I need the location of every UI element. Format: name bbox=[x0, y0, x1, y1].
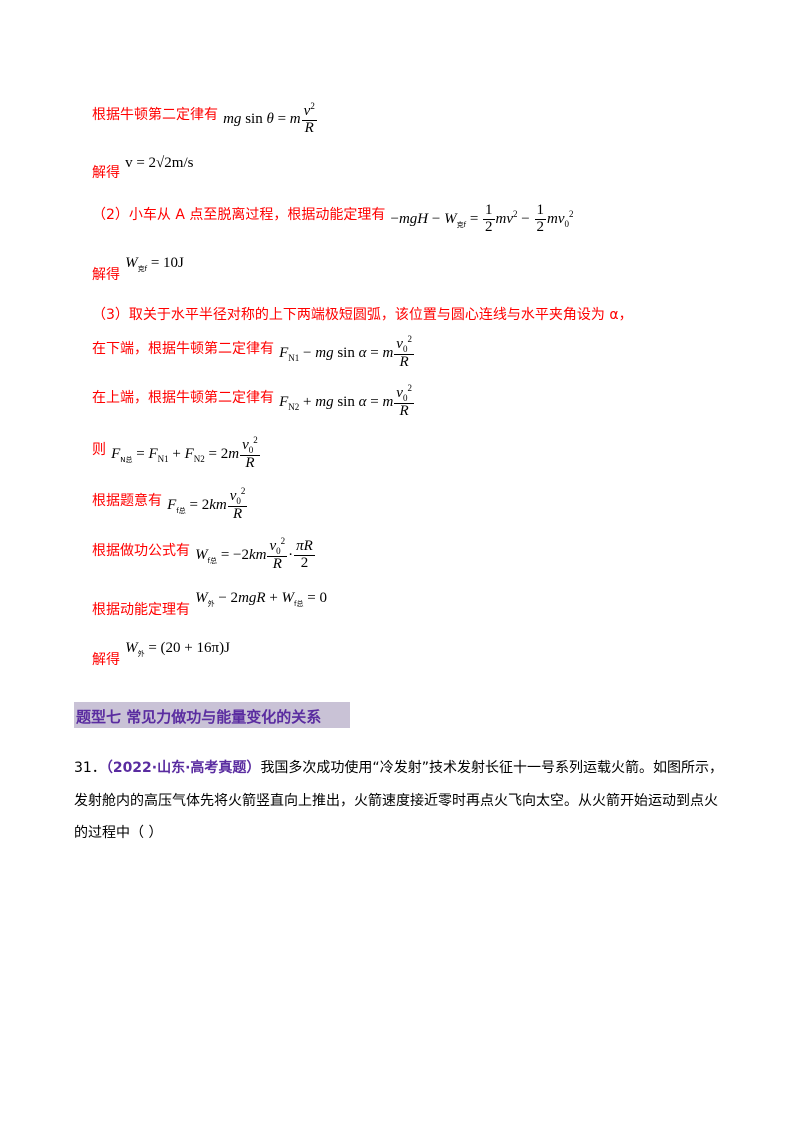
solution-line-5: （3）取关于水平半径对称的上下两端极短圆弧，该位置与圆心连线与水平夹角设为 α， bbox=[92, 307, 633, 323]
solution-text: 解得 bbox=[92, 165, 120, 181]
question-line-1: 31．（2022·山东·高考真题）我国多次成功使用“冷发射”技术发射长征十一号系… bbox=[74, 752, 724, 784]
formula-value: = (20 + 16π)J bbox=[148, 640, 230, 656]
question-text: 我国多次成功使用“冷发射”技术发射长征十一号系列运载火箭。如图所示， bbox=[260, 760, 723, 776]
solution-text: 根据做功公式有 bbox=[92, 542, 190, 559]
formula: v = 2√2m/s bbox=[125, 155, 194, 171]
formula: W外 = (20 + 16π)J bbox=[125, 640, 230, 658]
solution-text: 解得 bbox=[92, 267, 120, 283]
solution-text: （2）小车从 A 点至脱离过程，根据动能定理有 bbox=[92, 206, 386, 223]
solution-text: 在上端，根据牛顿第二定律有 bbox=[92, 389, 274, 406]
formula: W外 − 2mgR + Wf总 = 0 bbox=[195, 590, 327, 608]
solution-text: 根据题意有 bbox=[92, 492, 162, 509]
question-line-3: 的过程中（ ） bbox=[74, 825, 163, 841]
section-heading-text: 题型七 常见力做功与能量变化的关系 bbox=[76, 708, 322, 726]
solution-text: 根据动能定理有 bbox=[92, 602, 190, 618]
solution-text: 则 bbox=[92, 441, 106, 458]
section-heading: 题型七 常见力做功与能量变化的关系 bbox=[74, 702, 350, 728]
solution-line-4: 解得 W克f = 10J bbox=[92, 252, 184, 283]
solution-line-11: 根据动能定理有 W外 − 2mgR + Wf总 = 0 bbox=[92, 587, 327, 618]
question-source: （2022·山东·高考真题） bbox=[105, 760, 261, 776]
formula-value: = 10J bbox=[150, 255, 184, 271]
solution-text: 解得 bbox=[92, 652, 120, 668]
solution-line-12: 解得 W外 = (20 + 16π)J bbox=[92, 637, 230, 668]
solution-text: 根据牛顿第二定律有 bbox=[92, 106, 218, 123]
formula: W克f = 10J bbox=[125, 255, 184, 273]
question-number: 31． bbox=[74, 760, 106, 776]
solution-text: 在下端，根据牛顿第二定律有 bbox=[92, 340, 274, 357]
question-line-2: 发射舱内的高压气体先将火箭竖直向上推出，火箭速度接近零时再点火飞向太空。从火箭开… bbox=[74, 793, 718, 809]
solution-line-2: 解得 v = 2√2m/s bbox=[92, 152, 194, 181]
